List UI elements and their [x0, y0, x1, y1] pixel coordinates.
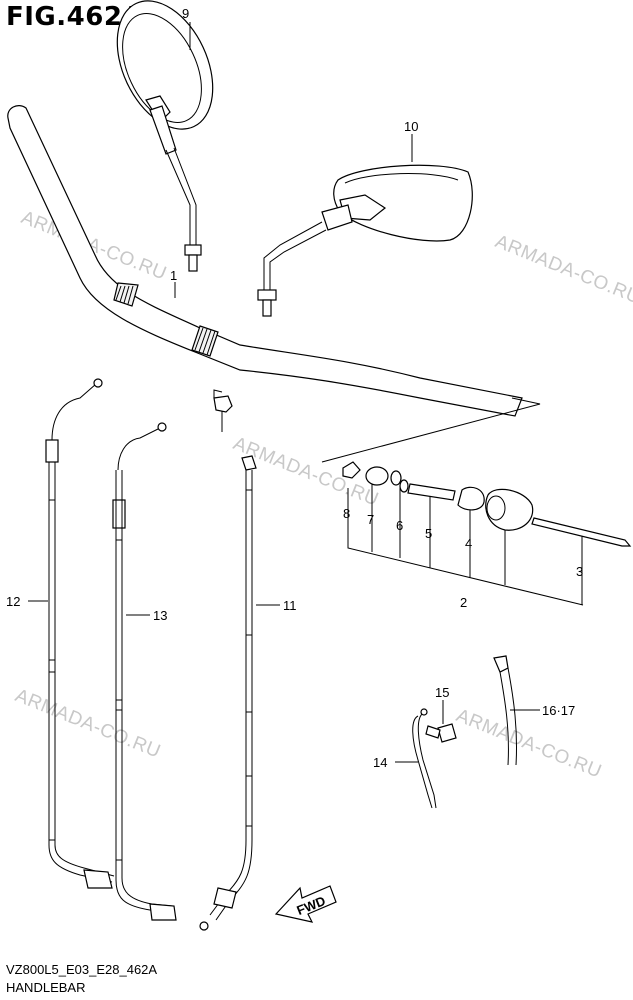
- callout-2: 2: [460, 595, 467, 610]
- part-16-17-clamp: [493, 655, 518, 766]
- part-12-cable: [45, 378, 115, 889]
- callout-1: 1: [170, 268, 177, 283]
- watermark: ARMADA-CO.RU: [453, 705, 604, 782]
- callout-8: 8: [343, 506, 350, 521]
- callout-4: 4: [465, 536, 472, 551]
- part-18-clamp: [213, 389, 233, 413]
- part-5-rod: [407, 483, 456, 501]
- part-15-screw: [425, 723, 457, 743]
- part-6-washer: [390, 470, 409, 493]
- callout-3: 3: [576, 564, 583, 579]
- callout-15: 15: [435, 685, 449, 700]
- callout-9: 9: [182, 6, 189, 21]
- footer-name: HANDLEBAR: [6, 980, 86, 995]
- callout-10: 10: [404, 119, 418, 134]
- callout-7: 7: [367, 512, 374, 527]
- fwd-arrow-icon: FWD: [274, 885, 337, 923]
- part-9-left-mirror: [116, 0, 214, 272]
- part-7-collar: [365, 466, 389, 486]
- part-13-cable: [112, 422, 177, 921]
- callout-14: 14: [373, 755, 387, 770]
- callout-5: 5: [425, 526, 432, 541]
- callout-16-17: 16·17: [542, 703, 575, 718]
- callout-11: 11: [283, 598, 297, 613]
- part-10-right-mirror: [257, 164, 473, 317]
- part-4-insert: [457, 486, 485, 511]
- part-8-screw: [342, 461, 361, 479]
- callout-13: 13: [153, 608, 167, 623]
- part-14-wire-clip: [412, 708, 437, 809]
- part-11-cable: [199, 455, 257, 931]
- part-1-handlebar: [7, 105, 523, 417]
- watermark: ARMADA-CO.RU: [12, 685, 163, 762]
- part-3-balancer: [485, 488, 632, 547]
- watermark: ARMADA-CO.RU: [492, 231, 633, 308]
- callout-12: 12: [6, 594, 20, 609]
- footer-code: VZ800L5_E03_E28_462A: [6, 962, 158, 977]
- callout-6: 6: [396, 518, 403, 533]
